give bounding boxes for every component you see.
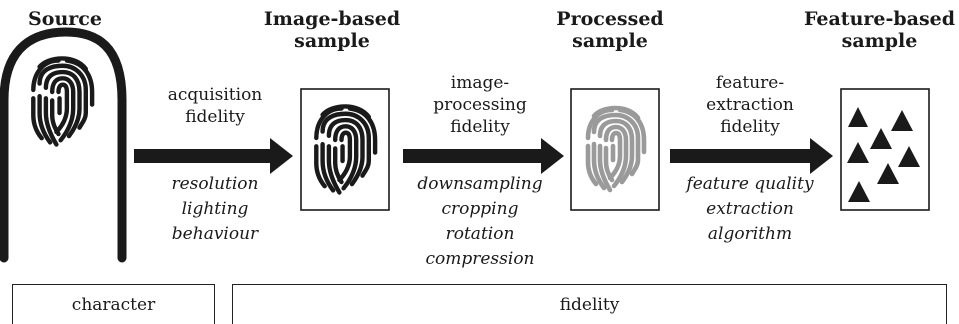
label-line: extraction xyxy=(706,95,794,115)
fidelity-label: fidelity xyxy=(559,294,620,315)
arrow-icon xyxy=(670,138,833,174)
feature-triangles xyxy=(847,107,920,202)
feature-extraction-fidelity-label: feature- extraction fidelity xyxy=(675,72,825,138)
image-processing-fidelity-label: image- processing fidelity xyxy=(405,72,555,138)
character-bar: character xyxy=(12,284,215,324)
image-processing-factors: downsampling cropping rotation compressi… xyxy=(405,172,555,272)
factor: compression xyxy=(425,249,535,269)
triangle-icon xyxy=(877,163,899,184)
feature-extraction-factors: feature quality extraction algorithm xyxy=(670,172,830,247)
factor: rotation xyxy=(445,224,515,244)
factor: cropping xyxy=(441,199,519,219)
fidelity-bar: fidelity xyxy=(232,284,947,324)
processed-title-line2: sample xyxy=(572,30,648,52)
image-based-title-line1: Image-based xyxy=(263,8,401,30)
factor: feature quality xyxy=(686,174,814,194)
source-fingerprint-icon xyxy=(33,58,92,144)
triangle-icon xyxy=(898,146,920,167)
finger-outline-icon xyxy=(0,27,127,263)
feature-based-title-line1: Feature-based xyxy=(803,8,956,30)
image-based-title: Image-based sample xyxy=(262,8,402,52)
triangle-icon xyxy=(891,110,913,131)
image-based-title-line2: sample xyxy=(294,30,370,52)
arrow-icon xyxy=(134,138,293,174)
label-line: fidelity xyxy=(720,117,780,137)
triangle-icon xyxy=(847,142,869,163)
label-line: fidelity xyxy=(450,117,510,137)
source-title: Source xyxy=(28,8,102,30)
label-line: image- xyxy=(450,73,510,93)
factor: algorithm xyxy=(707,224,793,244)
triangle-icon xyxy=(870,128,892,149)
feature-based-title-line2: sample xyxy=(841,30,918,52)
factor: resolution xyxy=(171,174,259,194)
arrow-icon xyxy=(403,138,564,174)
triangle-icon xyxy=(848,181,870,202)
processed-title-line1: Processed xyxy=(556,8,664,30)
label-line: feature- xyxy=(715,73,785,93)
character-label: character xyxy=(71,294,156,315)
acquisition-fidelity-label: acquisition fidelity xyxy=(140,84,290,128)
label-line: processing xyxy=(433,95,527,115)
factor: behaviour xyxy=(171,224,259,244)
label-line: fidelity xyxy=(185,107,245,127)
label-line: acquisition xyxy=(167,85,263,105)
acquisition-factors: resolution lighting behaviour xyxy=(140,172,290,247)
processed-title: Processed sample xyxy=(545,8,675,52)
triangle-icon xyxy=(848,107,868,127)
factor: downsampling xyxy=(417,174,543,194)
feature-based-title: Feature-based sample xyxy=(800,8,959,52)
factor: lighting xyxy=(181,199,249,219)
factor: extraction xyxy=(706,199,794,219)
